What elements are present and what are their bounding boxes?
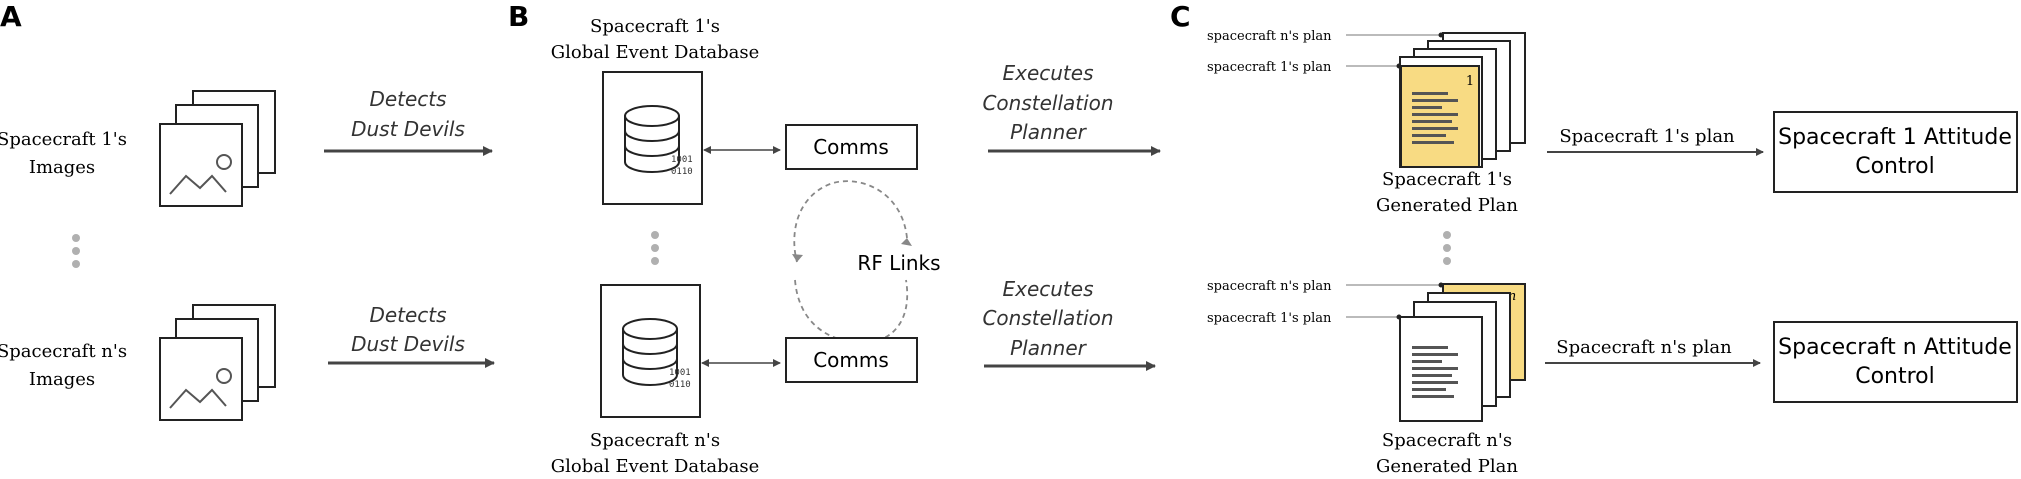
executes-top-line2: Constellation (982, 91, 1113, 115)
rf-links-label: RF Links (857, 251, 940, 275)
vertical-ellipsis-icon (651, 231, 659, 265)
dbn-label-line2: Global Event Database (551, 456, 760, 477)
gen-plan-n-line2: Generated Plan (1376, 456, 1518, 477)
plan-1-label-bottom: spacecraft 1's plan (1207, 311, 1332, 326)
attitude-1-line1: Spacecraft 1 Attitude (1778, 125, 2012, 150)
plan-n-label-top: spacecraft n's plan (1207, 29, 1332, 44)
comms-top-label: Comms (813, 135, 889, 159)
executes-bottom-line1: Executes (1002, 277, 1093, 301)
database-panel-top: 1001 0110 (602, 71, 703, 205)
database-panel-bottom: 1001 0110 (600, 284, 701, 418)
image-stack-icon (159, 90, 276, 207)
document-stack-icon: n (1399, 283, 1526, 422)
binary-line2: 0110 (671, 167, 693, 177)
comms-box-bottom (785, 337, 918, 383)
scn-plan-arrow-label: Spacecraft n's plan (1556, 337, 1732, 358)
attitude-n-line2: Control (1855, 364, 1935, 389)
panel-label-c: C (1170, 0, 1191, 33)
db1-label-line2: Global Event Database (551, 42, 760, 63)
scn-images-label-line2: Images (29, 369, 95, 390)
executes-bottom-line3: Planner (1010, 336, 1088, 360)
gen-plan-n-line1: Spacecraft n's (1382, 430, 1512, 451)
rf-links-loop (792, 180, 912, 344)
plan-badge-1: 1 (1466, 74, 1474, 89)
executes-bottom-line2: Constellation (982, 306, 1113, 330)
detects-bottom-line1: Detects (369, 303, 446, 327)
attitude-control-box-n (1773, 321, 2018, 403)
document-stack-icon: 1 (1399, 32, 1526, 168)
gen-plan-1-line2: Generated Plan (1376, 195, 1518, 216)
executes-top-line3: Planner (1010, 120, 1088, 144)
db1-label-line1: Spacecraft 1's (590, 16, 720, 37)
attitude-control-box-1 (1773, 111, 2018, 193)
plan-1-label-top: spacecraft 1's plan (1207, 60, 1332, 75)
detects-top-line2: Dust Devils (351, 117, 465, 141)
panel-label-a: A (0, 0, 22, 33)
comms-box-top (785, 124, 918, 170)
plan-badge-n: n (1508, 289, 1516, 304)
panel-label-b: B (508, 0, 529, 33)
executes-top-line1: Executes (1002, 61, 1093, 85)
attitude-n-line1: Spacecraft n Attitude (1778, 335, 2012, 360)
image-stack-icon (159, 304, 276, 421)
gen-plan-1-line1: Spacecraft 1's (1382, 169, 1512, 190)
detects-top-line1: Detects (369, 87, 446, 111)
detects-bottom-line2: Dust Devils (351, 332, 465, 356)
attitude-1-line2: Control (1855, 154, 1935, 179)
vertical-ellipsis-icon (72, 234, 80, 268)
sc1-images-label-line2: Images (29, 157, 95, 178)
plan-n-label-bottom: spacecraft n's plan (1207, 279, 1332, 294)
binary-line2: 0110 (669, 380, 691, 390)
comms-bottom-label: Comms (813, 348, 889, 372)
binary-line1: 1001 (671, 155, 693, 165)
vertical-ellipsis-icon (1443, 231, 1451, 265)
scn-images-label-line1: Spacecraft n's (0, 341, 127, 362)
rf-links-label-bg (850, 248, 942, 278)
dbn-label-line1: Spacecraft n's (590, 430, 720, 451)
sc1-plan-arrow-label: Spacecraft 1's plan (1559, 126, 1735, 147)
binary-line1: 1001 (669, 368, 691, 378)
sc1-images-label-line1: Spacecraft 1's (0, 129, 127, 150)
